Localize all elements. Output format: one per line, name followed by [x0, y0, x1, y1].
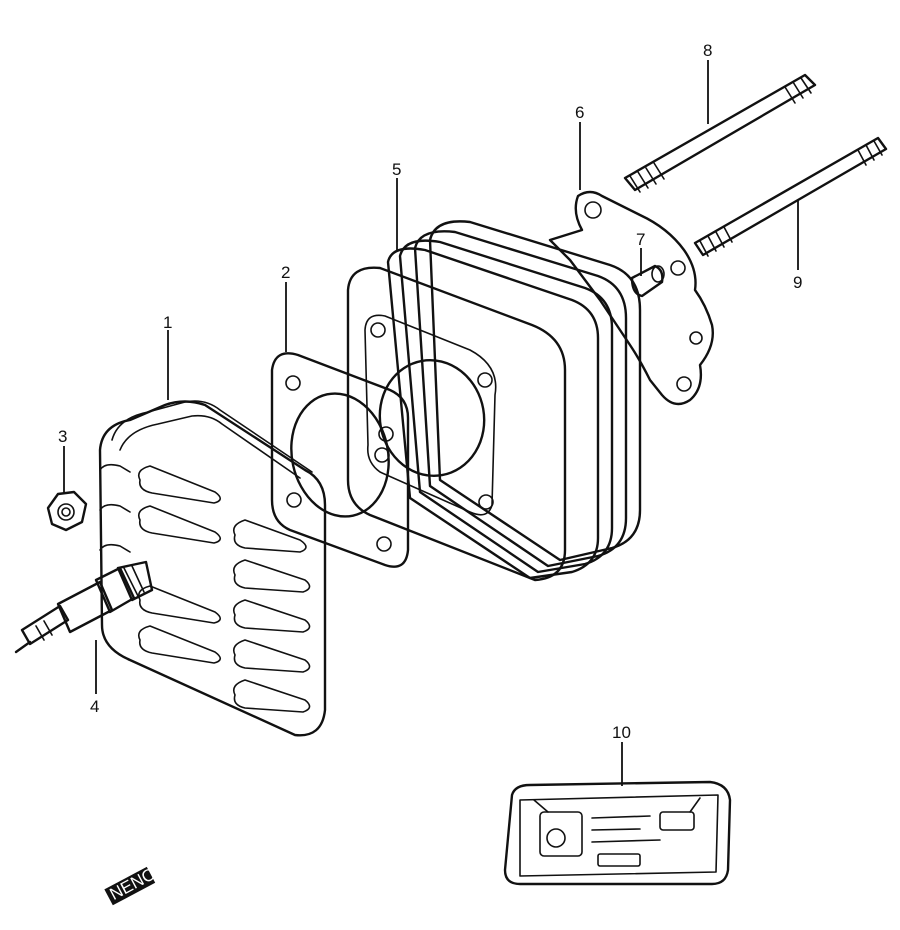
part-9-stud-bolt [693, 136, 888, 257]
callout-8: 8 [703, 41, 712, 60]
part-10-label [503, 780, 732, 886]
part-6-base-gasket [548, 190, 714, 406]
callout-5: 5 [392, 160, 401, 179]
callout-6: 6 [575, 103, 584, 122]
callout-9: 9 [793, 273, 802, 292]
part-3-nut [46, 490, 88, 532]
part-8-stud-bolt [623, 73, 817, 193]
callout-7: 7 [636, 230, 645, 249]
part-1-cylinder-head [98, 400, 327, 737]
callout-3: 3 [58, 427, 67, 446]
corner-stamp: NENC [104, 864, 158, 906]
part-7-dowel-pin [630, 264, 665, 298]
leader-lines [63, 60, 799, 786]
part-4-spark-plug [14, 560, 154, 654]
part-5-cylinder [346, 220, 642, 582]
corner-stamp-text: NENC [107, 864, 158, 903]
callout-1: 1 [163, 313, 172, 332]
part-2-head-gasket [270, 352, 410, 568]
callout-4: 4 [90, 697, 99, 716]
callout-numbers: 1 2 3 4 5 6 7 8 9 10 [58, 41, 802, 742]
callout-10: 10 [612, 723, 631, 742]
callout-2: 2 [281, 263, 290, 282]
